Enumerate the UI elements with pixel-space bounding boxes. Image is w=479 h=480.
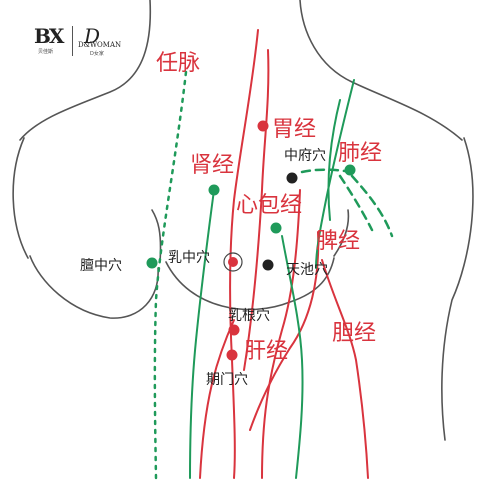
tianchi-point-dot [262, 259, 274, 271]
neck-right-contour [299, 0, 463, 141]
tanzhong-label: 膻中穴 [80, 258, 122, 274]
kidney-meridian-line [189, 189, 215, 479]
ren-meridian-line [153, 70, 188, 480]
stomach-point-dot [257, 120, 269, 132]
lung-dashed-arc [350, 174, 394, 238]
ruzhong-point-dot [228, 257, 238, 267]
brand1-mark: BX [34, 24, 64, 48]
brand1-subtitle: 贝佳斯 [38, 49, 54, 55]
liver-meridian-line [249, 231, 320, 431]
pericardium-meridian-line [261, 189, 301, 479]
pericardium-meridian-label: 心包经 [236, 193, 302, 218]
arm-right-contour [441, 137, 474, 441]
brand2-mark: D [84, 24, 101, 48]
lung-point-dot [344, 164, 356, 176]
arm-left-contour [12, 137, 29, 259]
lung-dashed-branch [300, 168, 354, 174]
stomach-meridian-line [229, 29, 259, 479]
ruzhong-label: 乳中穴 [168, 250, 210, 266]
neck-left-contour [19, 0, 152, 141]
red-meridians [199, 29, 369, 479]
spleen-meridian-line [281, 235, 304, 479]
kidney-meridian-label: 肾经 [190, 153, 234, 178]
breast-right-side [333, 209, 350, 257]
body-outline [12, 0, 474, 441]
rugen-label: 乳根穴 [228, 308, 270, 324]
ruzhong-ring [223, 252, 243, 272]
brand2-subtitle: D女家 [90, 51, 104, 57]
acupoints [146, 120, 356, 361]
kidney-point-dot [208, 184, 220, 196]
brand2-name: D&WOMAN [78, 41, 122, 49]
liver-meridian-label: 肝经 [244, 339, 288, 364]
ren-meridian-label: 任脉 [156, 51, 200, 76]
green-meridians [189, 79, 355, 479]
lung-meridian-label: 肺经 [338, 141, 382, 166]
breast-right-contour [165, 257, 335, 311]
qimen-point-dot [226, 349, 238, 361]
zhongfu-point-dot [286, 172, 298, 184]
spleen-meridian-upper [327, 99, 341, 221]
rugen-point-dot [228, 324, 240, 336]
gallbladder-meridian-line [321, 259, 369, 479]
stomach-meridian-label: 胃经 [272, 117, 316, 142]
tianchi-label: 天池穴 [286, 262, 328, 278]
spleen-meridian-label: 脾经 [316, 229, 360, 254]
gallbladder-meridian-label: 胆经 [332, 321, 376, 346]
armpit-left [151, 209, 162, 263]
brand-logo: BX 贝佳斯 D D&WOMAN D女家 [34, 24, 144, 58]
lung-meridian-line [315, 79, 355, 269]
pericardium-point-dot [270, 222, 282, 234]
logo-divider [72, 26, 73, 56]
ren-point-dot [146, 257, 158, 269]
qimen-label: 期门穴 [206, 372, 248, 388]
breast-left-contour [29, 255, 159, 319]
lung-dashed-arc-2 [338, 174, 374, 232]
zhongfu-label: 中府穴 [284, 148, 326, 164]
liver-meridian-lower [199, 319, 235, 479]
stomach-meridian-line-2 [243, 49, 270, 371]
